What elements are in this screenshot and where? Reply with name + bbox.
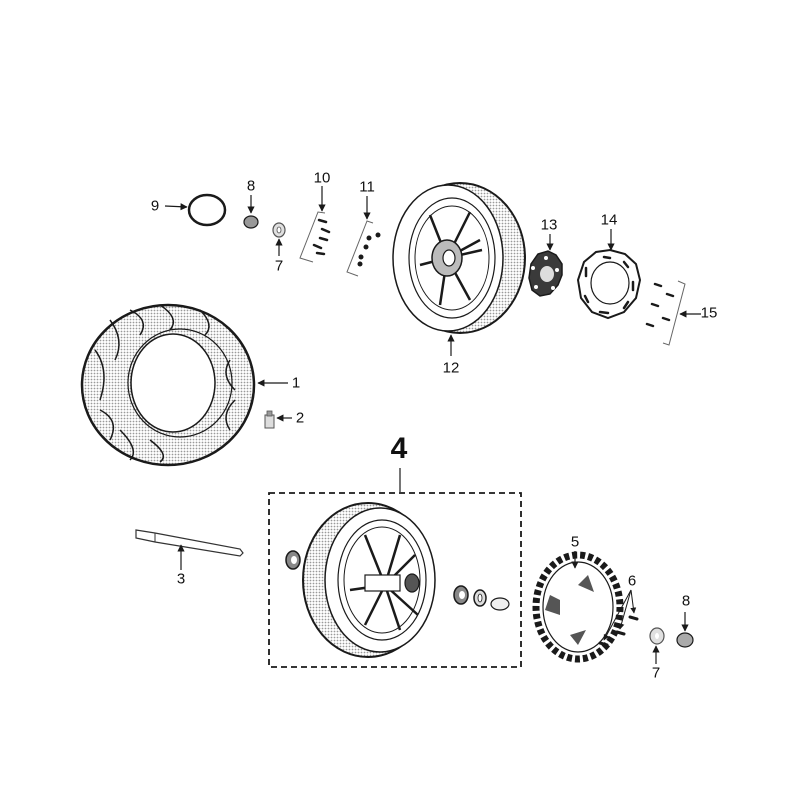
axle-part[interactable] [135, 529, 244, 557]
callout-13: 13 [540, 216, 558, 234]
bearing-right-part[interactable] [453, 585, 469, 605]
callout-8-rear: 8 [246, 177, 256, 195]
o-ring-part[interactable] [187, 193, 227, 227]
callout-3: 3 [176, 570, 186, 588]
washer-front-part[interactable] [649, 627, 665, 645]
disc-bolts-front-part[interactable] [598, 615, 639, 647]
callout-12: 12 [442, 359, 460, 377]
nut-front-part[interactable] [676, 632, 694, 648]
rear-wheel-rim-part[interactable] [392, 182, 526, 334]
callout-5: 5 [570, 533, 580, 551]
tire-part[interactable] [80, 303, 256, 467]
valve-part[interactable] [264, 410, 275, 429]
callout-11: 11 [359, 178, 375, 196]
washer-rear-part[interactable] [272, 222, 286, 238]
bolt-set-b-part[interactable] [346, 220, 381, 277]
callout-2: 2 [295, 409, 305, 427]
hub-carrier-part[interactable] [528, 250, 563, 297]
seal-part[interactable] [473, 589, 487, 607]
callout-10: 10 [313, 169, 331, 187]
front-wheel-assembly-box[interactable] [268, 492, 522, 668]
callout-15: 15 [700, 304, 718, 322]
callout-14: 14 [600, 211, 618, 229]
nut-rear-part[interactable] [243, 215, 259, 229]
callout-7-front: 7 [651, 664, 661, 682]
bolt-set-a-part[interactable] [299, 211, 331, 263]
spacer-part[interactable] [490, 597, 510, 611]
brake-disc-rear-part[interactable] [576, 248, 642, 320]
callout-9: 9 [150, 197, 160, 215]
callout-4: 4 [390, 432, 408, 465]
callout-7-rear: 7 [274, 257, 284, 275]
brake-disc-front-part[interactable] [532, 551, 624, 663]
callout-8-front: 8 [681, 592, 691, 610]
disc-bolts-rear-part[interactable] [645, 280, 686, 346]
bearing-left-part[interactable] [285, 550, 301, 570]
front-wheel-rim-part[interactable] [302, 502, 436, 658]
callout-1: 1 [291, 374, 301, 392]
callout-6: 6 [627, 572, 637, 590]
